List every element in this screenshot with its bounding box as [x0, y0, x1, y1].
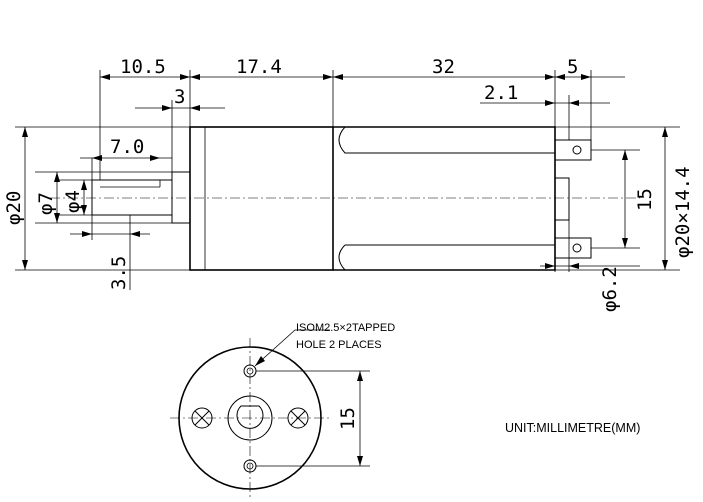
side-view: 10.5 17.4 32 5 3 2.1 7.0 3.5 φ20: [3, 56, 694, 312]
end-view: ISOM2.5×2TAPPED HOLE 2 PLACES 15: [170, 322, 395, 498]
rear-bearing: [554, 177, 570, 221]
terminal-right: [287, 407, 309, 429]
dim-shaft-diameter: φ4: [62, 190, 84, 213]
tapped-hole-places: HOLE 2 PLACES: [296, 339, 382, 351]
output-shaft: [91, 179, 173, 216]
dim-flat-length: 7.0: [110, 136, 144, 158]
terminal-left: [191, 407, 213, 429]
dim-boss-diameter: φ7: [35, 192, 57, 215]
motor-body: [333, 126, 556, 271]
dim-motor-section: φ20×14.4: [672, 166, 694, 258]
dim-rear-bearing: φ6.2: [599, 266, 621, 312]
dim-terminal-spacing: 15: [634, 188, 656, 211]
mounting-boss: [171, 171, 191, 224]
note-leader: [254, 329, 330, 367]
dim-shaft-length: 10.5: [120, 56, 166, 78]
tapped-hole-note: ISOM2.5×2TAPPED: [296, 322, 395, 334]
dim-terminal-length: 5: [567, 56, 578, 78]
gearbox-body: [189, 126, 334, 271]
dim-body-diameter: φ20: [3, 191, 25, 225]
unit-label: UNIT:MILLIMETRE(MM): [505, 421, 640, 435]
dim-hole-spacing: 15: [337, 407, 359, 430]
dim-gearbox-length: 17.4: [236, 56, 282, 78]
dim-motor-length: 32: [432, 56, 455, 78]
dim-shaft-flat: 3.5: [108, 256, 130, 290]
center-shaft: [227, 395, 273, 441]
terminal-top: [554, 139, 592, 161]
dim-terminal-offset: 2.1: [484, 82, 518, 104]
dim-boss-length: 3: [174, 86, 185, 108]
terminal-bottom: [554, 237, 592, 259]
